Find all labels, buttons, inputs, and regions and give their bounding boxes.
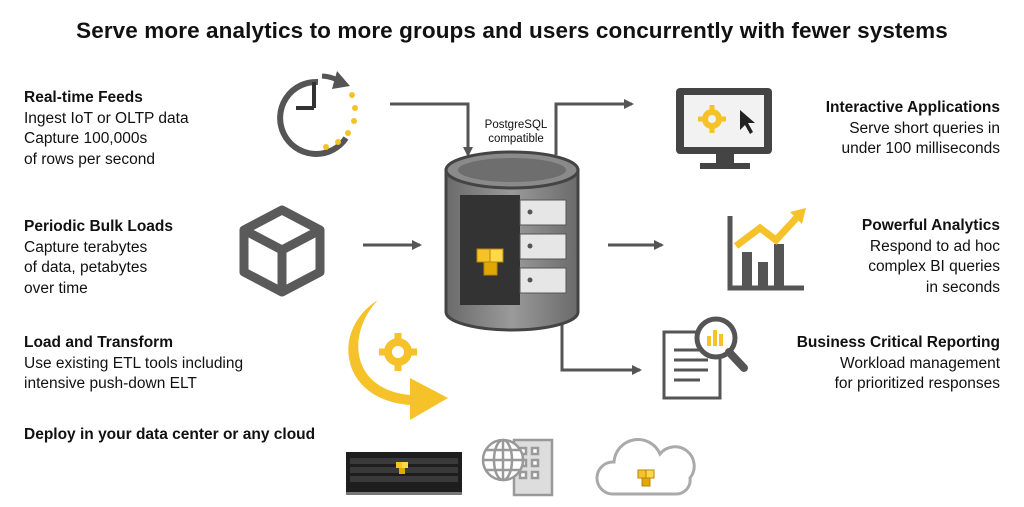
business-reporting-block: Business Critical Reporting Workload man… <box>797 333 1000 395</box>
powerful-analytics-line: complex BI queries <box>868 258 1000 275</box>
load-transform-line: intensive push-down ELT <box>24 375 197 392</box>
bulk-loads-line: Capture terabytes <box>24 238 148 256</box>
clock-icon <box>277 71 358 157</box>
business-reporting-heading: Business Critical Reporting <box>796 334 1000 351</box>
load-transform-block: Load and Transform Use existing ETL tool… <box>24 333 243 395</box>
postgresql-label-line: compatible <box>488 133 544 145</box>
powerful-analytics-block: Powerful Analytics Respond to ad hoc com… <box>862 216 1000 298</box>
bulk-loads-block: Periodic Bulk Loads Capture terabytes of… <box>24 217 173 299</box>
postgresql-label: PostgreSQL compatible <box>474 118 558 146</box>
page-title: Serve more analytics to more groups and … <box>76 18 948 43</box>
realtime-feeds-block: Real-time Feeds Ingest IoT or OLTP data … <box>24 88 189 170</box>
report-magnifier-icon <box>662 316 748 400</box>
realtime-feeds-heading: Real-time Feeds <box>24 89 143 106</box>
powerful-analytics-line: Respond to ad hoc <box>869 237 1000 255</box>
realtime-feeds-line: of rows per second <box>24 150 155 168</box>
flow-arrows <box>363 99 664 375</box>
cloud-icon <box>595 437 696 496</box>
cube-icon <box>239 205 325 297</box>
globe-building-icon <box>481 438 554 497</box>
server-appliance-icon <box>346 452 462 495</box>
deploy-heading: Deploy in your data center or any cloud <box>24 426 316 443</box>
bar-chart-icon <box>727 208 806 291</box>
interactive-apps-block: Interactive Applications Serve short que… <box>826 98 1000 160</box>
bulk-loads-line: over time <box>24 279 88 297</box>
deploy-block: Deploy in your data center or any cloud <box>24 425 315 446</box>
interactive-apps-heading: Interactive Applications <box>825 99 1000 116</box>
business-reporting-line: Workload management <box>840 354 1000 372</box>
arrow-db-to-reporting <box>560 310 642 375</box>
arrow-db-to-apps <box>554 99 634 155</box>
realtime-feeds-line: Ingest IoT or OLTP data <box>24 109 189 127</box>
database-icon <box>444 150 580 332</box>
bulk-loads-line: of data, petabytes <box>24 259 148 276</box>
gear-arrow-icon <box>348 300 448 420</box>
load-transform-heading: Load and Transform <box>24 334 173 351</box>
business-reporting-line: for prioritized responses <box>834 375 1000 392</box>
realtime-feeds-line: Capture 100,000s <box>24 130 148 147</box>
interactive-apps-line: Serve short queries in <box>849 119 1000 137</box>
interactive-apps-line: under 100 milliseconds <box>841 140 1000 157</box>
monitor-cursor-icon <box>676 88 772 169</box>
powerful-analytics-heading: Powerful Analytics <box>861 217 1000 234</box>
bulk-loads-heading: Periodic Bulk Loads <box>24 218 174 235</box>
powerful-analytics-line: in seconds <box>925 278 1000 296</box>
postgresql-label-line: PostgreSQL <box>484 119 548 131</box>
load-transform-line: Use existing ETL tools including <box>24 354 244 372</box>
arrow-feeds-to-db <box>390 102 473 157</box>
